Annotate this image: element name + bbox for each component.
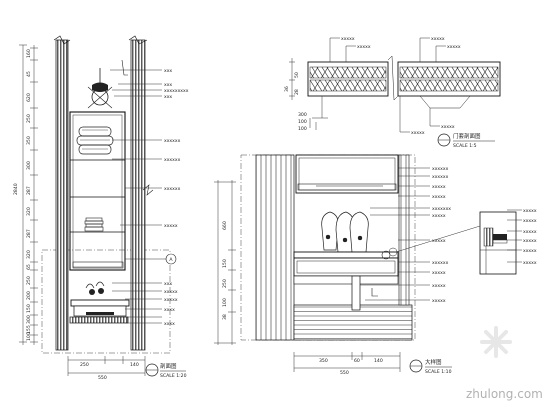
callout-label: xxxxx xyxy=(432,195,446,200)
callout-label: xxx xyxy=(164,95,172,100)
watermark-logo-icon xyxy=(480,326,512,358)
callout-label: xxxxxxx xyxy=(432,207,451,212)
callout-label: xxxxx xyxy=(523,230,537,235)
top-section: 50 28 36 xxxxx xxxxx xxxxx xxxxx xxxxx xyxy=(284,37,501,149)
callout-label: xxxxx xyxy=(432,299,446,304)
callout-label: xxxxx xyxy=(523,219,537,224)
callout-label: xxx xyxy=(164,83,172,88)
callout-label: xxxxx xyxy=(432,271,446,276)
title-top: 门套剖面图 xyxy=(453,132,481,140)
title-left: 剖面图 xyxy=(160,362,177,370)
dim-label: 160 xyxy=(26,49,32,58)
dim-label: 155 xyxy=(26,325,32,334)
callout-label: xxxxx xyxy=(432,239,446,244)
dim-label: 45 xyxy=(26,71,32,77)
dim-label: 550 xyxy=(340,370,349,376)
dim-label: 287 xyxy=(26,229,32,238)
dim-label: 60 xyxy=(354,358,360,364)
watermark: zhulong.com xyxy=(466,326,543,401)
dim-label: 150 xyxy=(222,259,228,268)
callout-label: xxxx xyxy=(164,308,175,313)
right-detail: 660 150 250 100 38 xyxy=(214,154,537,376)
callout-label: xxxxxx xyxy=(164,158,181,163)
callout-label: xxxxx xyxy=(523,209,537,214)
callout-label: xxx xyxy=(164,69,172,74)
left-elevation: 2840 160 45 620 250 350 300 287 320 287 … xyxy=(13,35,189,381)
callout-label: xxxxx xyxy=(432,284,446,289)
callout-label: xxxxx xyxy=(411,131,425,136)
watermark-text: zhulong.com xyxy=(466,387,543,401)
callout-label: xxxxxx xyxy=(164,187,181,192)
right-left-dims: 660 150 250 100 38 xyxy=(222,221,228,320)
dim-label: 200 xyxy=(26,291,32,300)
dim-label: 100 xyxy=(26,332,32,341)
callout-label: xxxxx xyxy=(523,239,537,244)
dim-label: 550 xyxy=(98,375,107,381)
dim-label: 36 xyxy=(284,86,290,92)
dim-label: 100 xyxy=(298,119,307,125)
dim-label: 140 xyxy=(130,362,139,368)
callout-label: xxxxxx xyxy=(432,167,449,172)
scale-top: SCALE 1:5 xyxy=(453,143,477,149)
dim-label: 320 xyxy=(26,250,32,259)
callout-label: xxxxx xyxy=(357,45,371,50)
inset-callouts: xxxxx xxxxx xxxxx xxxxx xxxxx xxxxx xyxy=(523,209,537,266)
dim-label: 350 xyxy=(26,136,32,145)
dim-label: 140 xyxy=(374,358,383,364)
dim-label: 660 xyxy=(222,221,228,230)
top-left-dims: 50 28 36 xyxy=(284,72,300,95)
dim-label: 250 xyxy=(26,114,32,123)
callout-label: xxxxxx xyxy=(432,261,449,266)
dim-label: 250 xyxy=(80,362,89,368)
scale-right: SCALE 1:10 xyxy=(425,369,452,375)
dim-label: 100 xyxy=(222,298,228,307)
dim-label: 620 xyxy=(26,93,32,102)
top-callouts: xxxxx xxxxx xxxxx xxxxx xxxxx xxxxx xyxy=(341,37,461,136)
callout-label: xxxxxx xyxy=(432,175,449,180)
callout-label: xxxxx xyxy=(341,37,355,42)
callout-label: xxxxx xyxy=(523,249,537,254)
dim-label: 65 xyxy=(26,264,32,270)
callout-label: xxxxx xyxy=(432,185,446,190)
callout-label: xxxxx xyxy=(523,261,537,266)
dim-label: 28 xyxy=(294,89,300,95)
dim-label: 287 xyxy=(26,186,32,195)
callout-label: xxxxx xyxy=(431,37,445,42)
dim-label-total: 2840 xyxy=(13,183,19,195)
callout-label: xxxxx xyxy=(164,224,178,229)
callout-label: xxxxx xyxy=(164,290,178,295)
callout-label: xxxxxx xyxy=(164,139,181,144)
scale-left: SCALE 1:20 xyxy=(160,373,187,379)
right-callouts: xxxxxx xxxxxx xxxxx xxxxx xxxxxxx xxxxx … xyxy=(432,167,451,304)
left-vertical-dims: 160 45 620 250 350 300 287 320 287 320 6… xyxy=(26,49,32,341)
dim-label: 50 xyxy=(294,72,300,78)
dim-label: 150 xyxy=(26,304,32,313)
dim-label: 250 xyxy=(26,276,32,285)
dim-label: 300 xyxy=(26,315,32,324)
dim-label: 350 xyxy=(319,358,328,364)
left-callouts: xxx xxx xxxxxxxxx xxx xxxxxx xxxxxx xxxx… xyxy=(164,69,189,327)
callout-label: xxx xyxy=(164,282,172,287)
section-marker-a: A xyxy=(169,257,173,263)
dim-label: 250 xyxy=(222,279,228,288)
dim-label: 300 xyxy=(298,112,307,118)
top-bottom-dims: 300 100 100 xyxy=(298,112,307,132)
callout-label: xxxx xyxy=(164,322,175,327)
callout-label: xxxxxxxxx xyxy=(164,89,189,94)
dim-label: 300 xyxy=(26,161,32,170)
title-right: 大样图 xyxy=(425,358,442,366)
callout-label: xxxxx xyxy=(432,214,446,219)
callout-label: xxxxx xyxy=(441,125,455,130)
dim-label: 320 xyxy=(26,207,32,216)
callout-label: xxxxx xyxy=(447,45,461,50)
dim-label: 100 xyxy=(298,126,307,132)
callout-label: xxxxx xyxy=(164,298,178,303)
dim-label: 38 xyxy=(222,314,228,320)
